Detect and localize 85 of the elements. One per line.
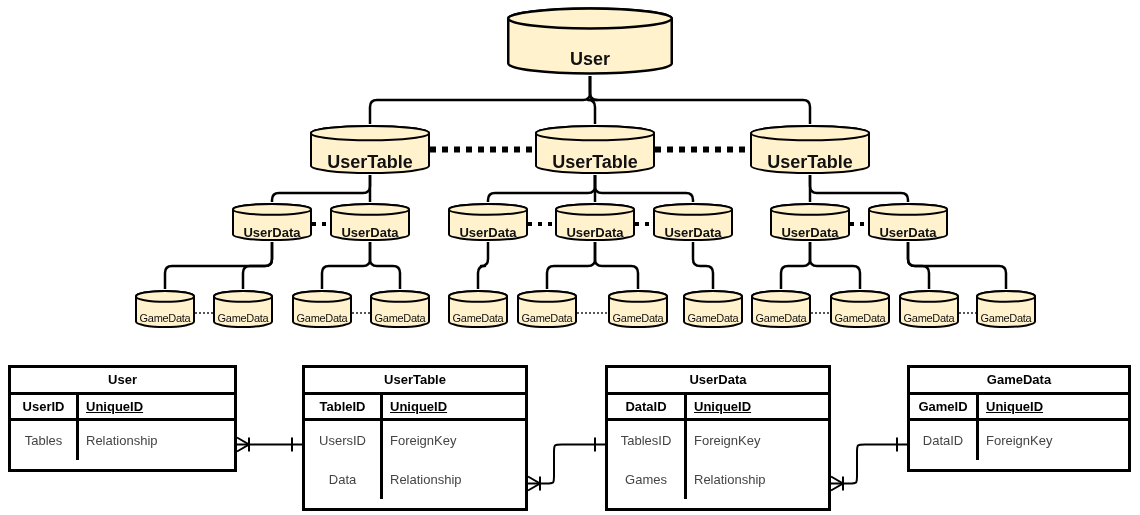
column-name: UsersID — [319, 431, 366, 450]
database-cylinder — [232, 202, 312, 242]
connector-line — [368, 175, 372, 202]
database-cylinder — [683, 289, 743, 329]
connector-line — [593, 242, 640, 289]
database-cylinder — [448, 202, 528, 242]
database-cylinder — [292, 289, 352, 329]
database-cylinder — [330, 202, 410, 242]
node-label: UserData — [566, 226, 624, 242]
column-name: Data — [328, 470, 357, 489]
entity-table — [8, 365, 237, 472]
key-column-type: UniqueID — [694, 397, 752, 416]
node-label: UserTable — [552, 153, 638, 174]
connector-line — [588, 76, 812, 124]
key-column-type: UniqueID — [390, 397, 448, 416]
database-cylinder — [370, 289, 430, 329]
database-cylinder — [448, 289, 508, 329]
node-label: GameData — [834, 313, 886, 326]
entity-table — [605, 365, 831, 511]
database-cylinder — [135, 289, 195, 329]
node-label: GameData — [521, 313, 573, 326]
node-label: GameData — [755, 313, 807, 326]
node-label: GameData — [139, 313, 191, 326]
database-cylinder — [555, 202, 635, 242]
database-cylinder — [830, 289, 890, 329]
connector-line — [808, 242, 862, 289]
table-title: GameData — [986, 371, 1052, 389]
column-name: TablesID — [620, 431, 672, 450]
database-cylinder — [751, 289, 811, 329]
node-label: UserData — [879, 226, 937, 242]
key-column-type: UniqueID — [86, 397, 144, 416]
key-column-name: DataID — [625, 397, 667, 416]
database-cylinder — [608, 289, 668, 329]
node-label: UserData — [243, 226, 301, 242]
database-cylinder — [310, 124, 430, 175]
node-label: GameData — [452, 313, 504, 326]
column-type: ForeignKey — [694, 431, 761, 450]
connector-line — [368, 242, 402, 289]
connector-line — [476, 242, 490, 289]
database-cylinder — [517, 289, 577, 329]
node-label: GameData — [217, 313, 269, 326]
entity-table — [302, 365, 528, 511]
node-label: GameData — [687, 313, 739, 326]
connector-line — [241, 242, 274, 289]
dotted-link — [528, 222, 555, 226]
database-cylinder — [899, 289, 959, 329]
node-label: User — [570, 50, 610, 71]
key-column-name: UserID — [22, 397, 65, 416]
key-column-name: TableID — [319, 397, 366, 416]
column-type: ForeignKey — [390, 431, 457, 450]
database-cylinder — [507, 6, 673, 76]
database-cylinder — [213, 289, 273, 329]
node-label: GameData — [296, 313, 348, 326]
node-label: UserTable — [767, 153, 853, 174]
table-title: UserTable — [384, 371, 446, 389]
entity-table — [907, 365, 1131, 472]
column-name: Tables — [24, 431, 63, 450]
connector-line — [906, 242, 1008, 289]
database-cylinder — [653, 202, 733, 242]
column-name: Games — [625, 470, 667, 489]
node-label: GameData — [374, 313, 426, 326]
key-column-name: GameID — [918, 397, 968, 416]
database-cylinder — [750, 124, 870, 175]
database-cylinder — [976, 289, 1036, 329]
table-title: UserData — [689, 371, 747, 389]
dotted-link — [430, 146, 535, 153]
database-cylinder — [770, 202, 850, 242]
node-label: GameData — [612, 313, 664, 326]
node-label: GameData — [903, 313, 955, 326]
node-label: UserData — [664, 226, 722, 242]
column-type: Relationship — [86, 431, 158, 450]
node-label: UserData — [781, 226, 839, 242]
column-type: Relationship — [390, 470, 462, 489]
database-cylinder — [868, 202, 948, 242]
table-title: User — [108, 371, 137, 389]
connector-line — [691, 242, 715, 289]
node-label: GameData — [980, 313, 1032, 326]
node-label: UserTable — [327, 153, 413, 174]
node-label: UserData — [341, 226, 399, 242]
key-column-type: UniqueID — [986, 397, 1044, 416]
column-type: Relationship — [694, 470, 766, 489]
column-name: DataID — [922, 431, 964, 450]
column-type: ForeignKey — [986, 431, 1053, 450]
database-cylinder — [535, 124, 655, 175]
node-label: UserData — [459, 226, 517, 242]
